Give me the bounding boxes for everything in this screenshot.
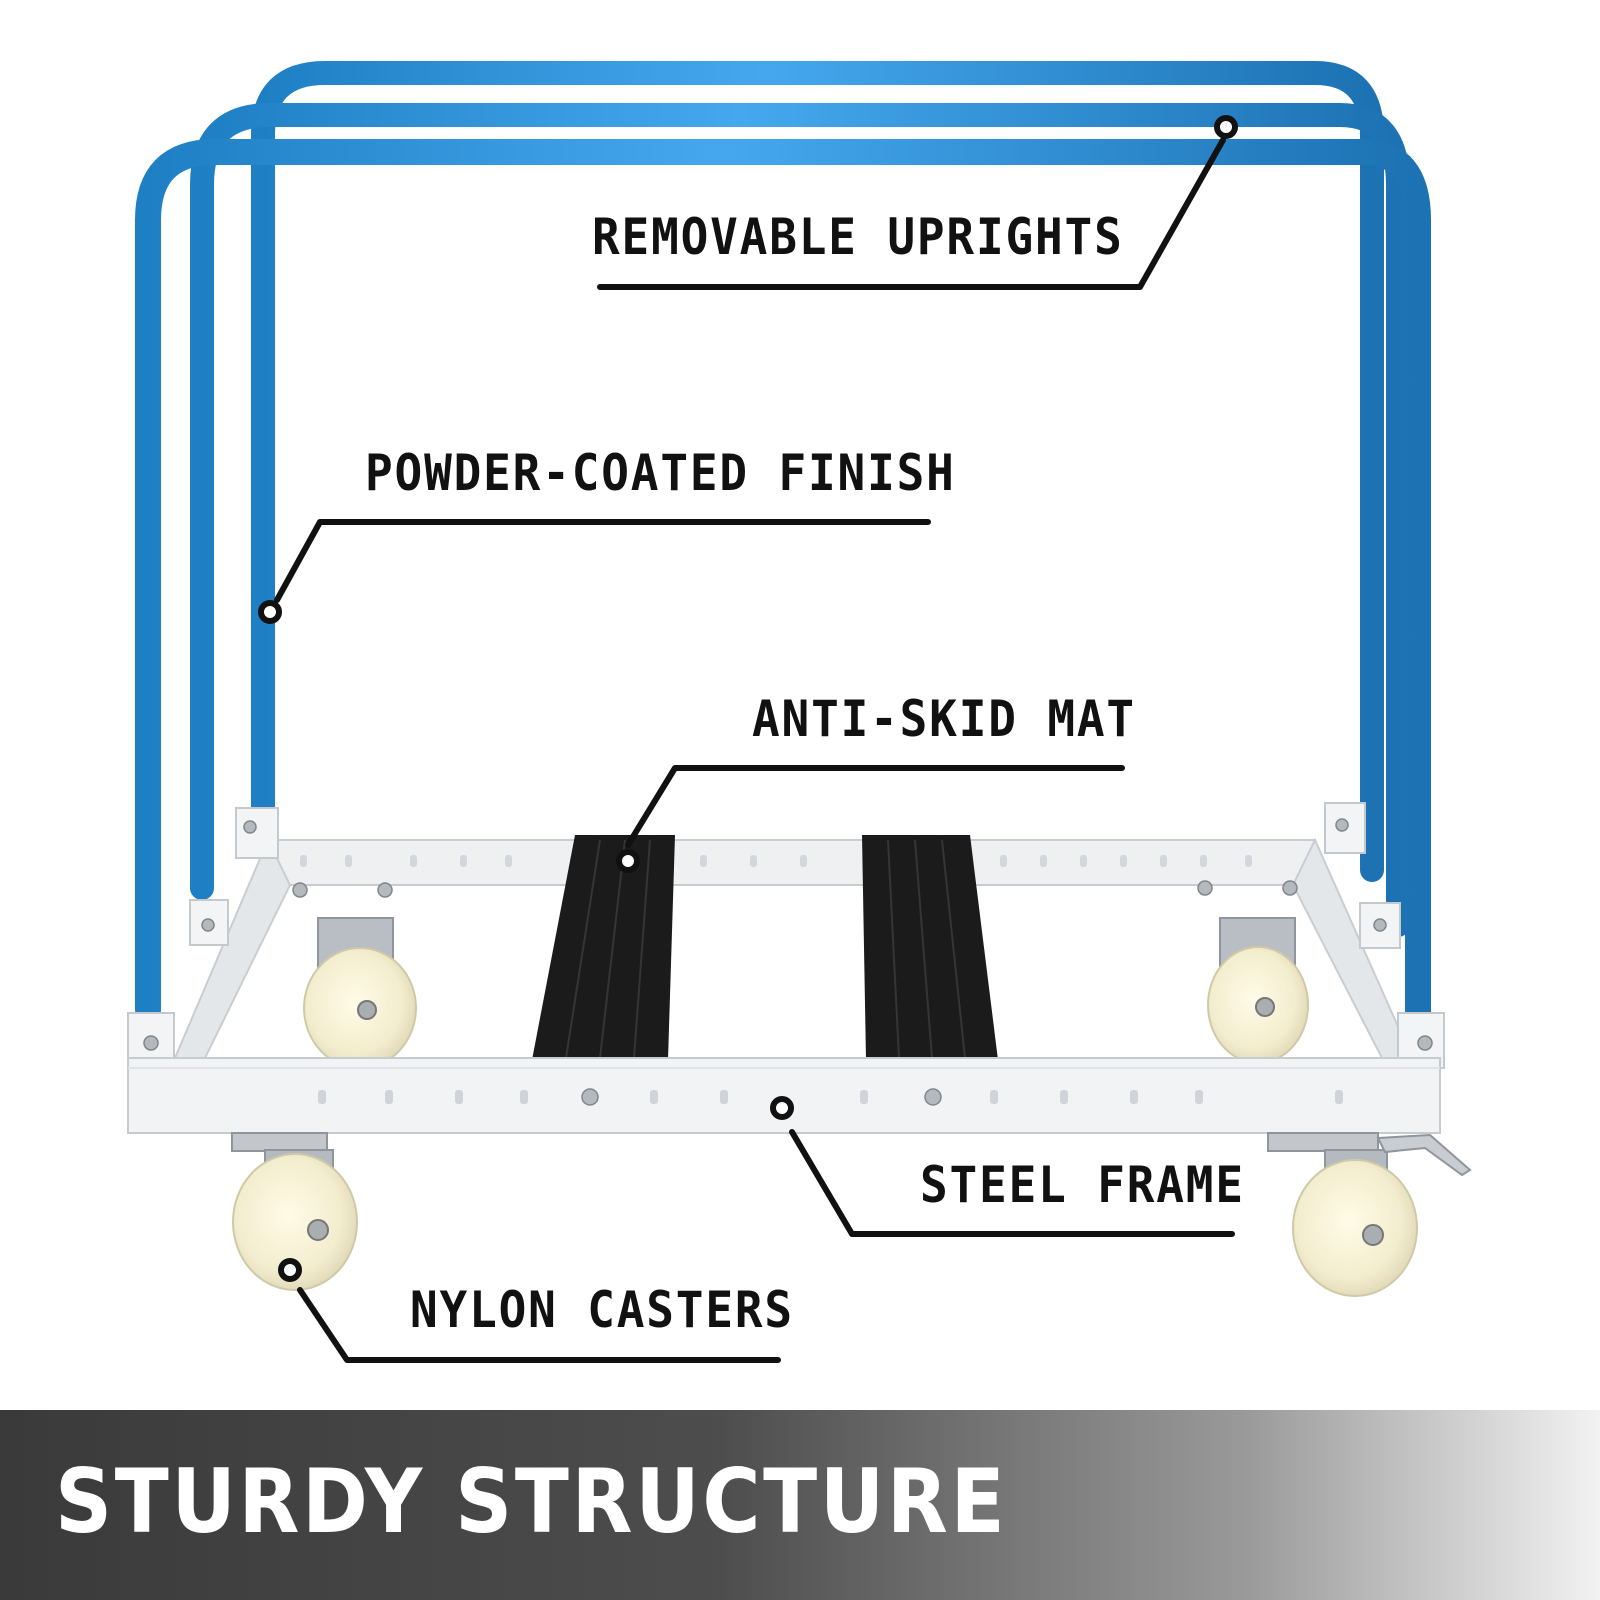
callout-leaders (274, 137, 1235, 1363)
frame-bolts (143, 818, 1433, 1051)
uprights-leader (597, 137, 1226, 290)
bottom-banner: STURDY STRUCTURE (0, 1410, 1600, 1600)
rear-caster-right (1207, 917, 1309, 1064)
callout-dots (258, 115, 1238, 1282)
casters-leader (297, 1287, 781, 1363)
mat-dot (616, 849, 640, 873)
rear-caster-left (303, 917, 417, 1069)
finish-leader (274, 519, 931, 603)
front-caster-left (231, 1132, 358, 1291)
frame-leader (789, 1129, 1235, 1237)
banner-title: STURDY STRUCTURE (55, 1450, 1008, 1553)
label-steel-frame: STEEL FRAME (920, 1156, 1245, 1214)
uprights-dot (1214, 115, 1238, 139)
label-nylon-casters: NYLON CASTERS (410, 1281, 794, 1339)
mat-leader (625, 765, 1125, 848)
label-powder-coated-finish: POWDER-COATED FINISH (365, 444, 956, 502)
anti-skid-mat-left (532, 835, 675, 1060)
removable-uprights (135, 61, 1431, 1028)
casters-dot (278, 1258, 302, 1282)
panel-cart-illustration (127, 61, 1472, 1363)
steel-frame-rear (173, 837, 1414, 1059)
anti-skid-mat-right (862, 835, 998, 1060)
frame-dot (770, 1096, 794, 1120)
finish-dot (258, 600, 282, 624)
label-anti-skid-mat: ANTI-SKID MAT (752, 690, 1136, 748)
label-removable-uprights: REMOVABLE UPRIGHTS (592, 208, 1124, 266)
front-caster-right (1267, 1132, 1472, 1297)
steel-frame-front (127, 1057, 1441, 1134)
